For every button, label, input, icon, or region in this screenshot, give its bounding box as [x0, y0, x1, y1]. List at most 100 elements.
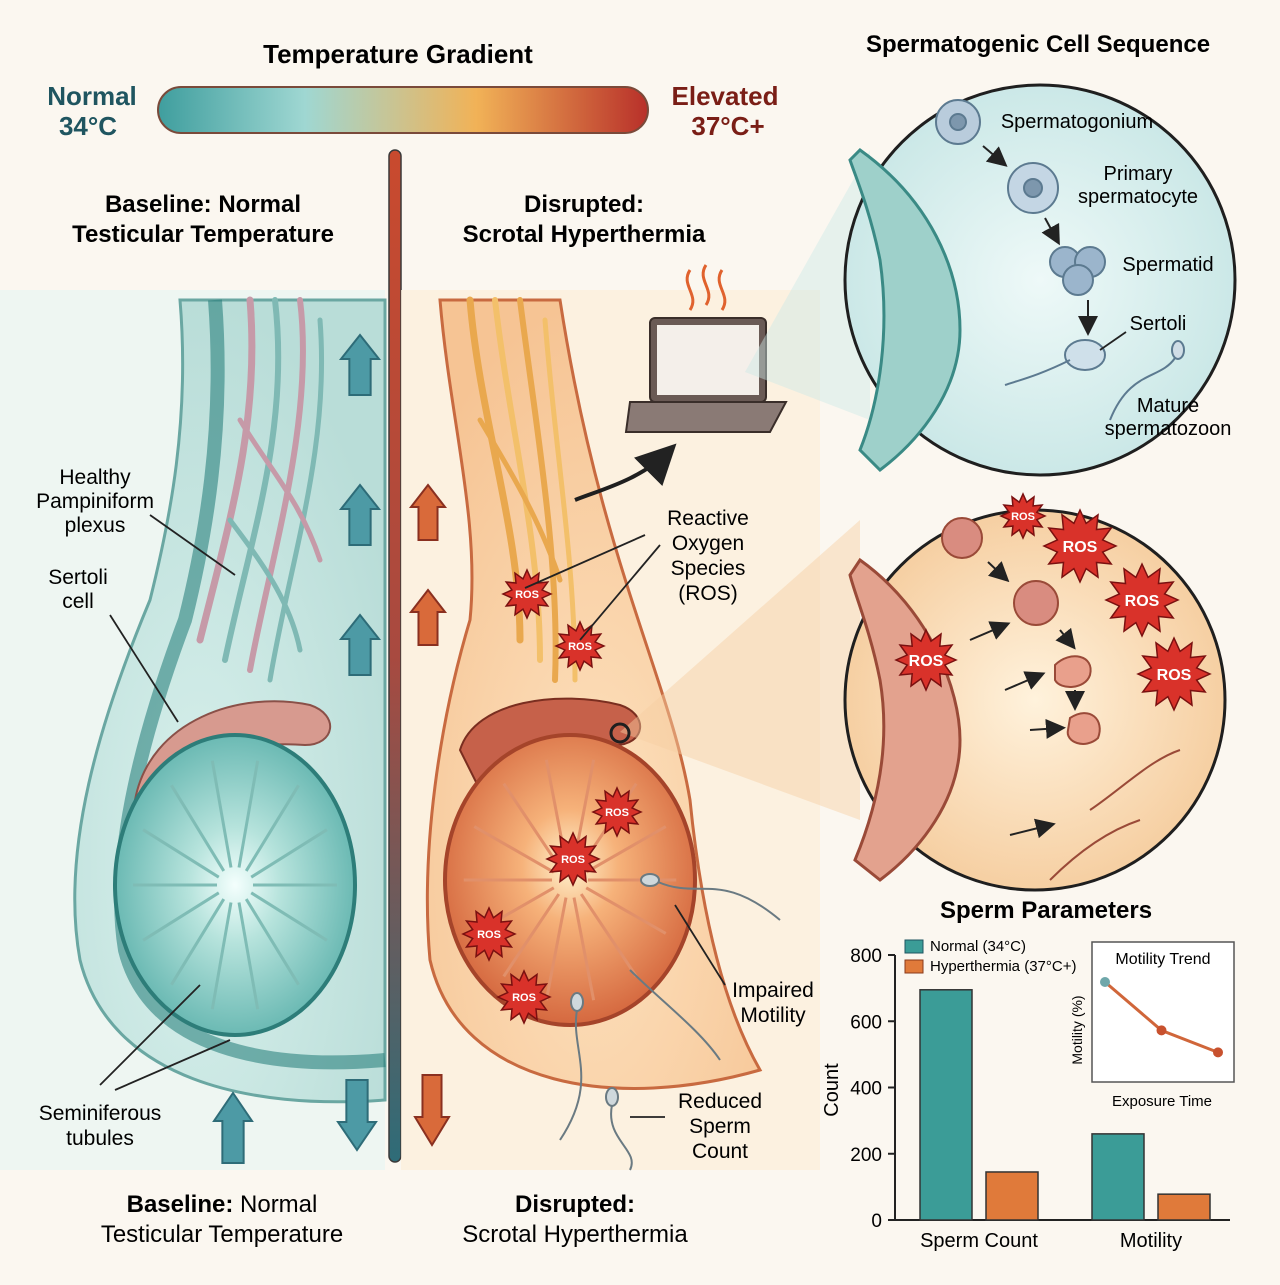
elevated-temp: 37°C+ [691, 111, 764, 141]
normal-label: Normal [47, 81, 137, 111]
inset-line [1100, 977, 1223, 1058]
tubule-septum [210, 760, 233, 868]
ros-badge: ROS [591, 786, 643, 838]
ros-badge-label: ROS [561, 854, 585, 866]
cell-sequence-zoom [745, 83, 1237, 477]
ros-badge-label: ROS [909, 653, 944, 670]
ros-badge: ROS [999, 492, 1047, 540]
ros-label-4: (ROS) [678, 582, 738, 605]
right-title-1: Disrupted: [524, 191, 644, 218]
sertoli-label-2: cell [62, 590, 94, 613]
tubule-septum [237, 760, 260, 868]
ros-burst-icon [545, 831, 601, 887]
inset-title: Motility Trend [1115, 951, 1210, 968]
sperm-head-3 [605, 1087, 619, 1107]
ros-badge-label: ROS [515, 589, 539, 601]
tubules-leader-2 [114, 1039, 231, 1091]
ros-badge: ROS [496, 969, 552, 1025]
spermatid-cell-3 [1062, 264, 1094, 296]
plexus-label-2: Pampiniform [36, 490, 154, 513]
left-anatomy [0, 290, 387, 1170]
tubule-septum [250, 828, 328, 879]
tubule-septum [585, 825, 667, 874]
sertoli-sequence-cell [1064, 339, 1106, 371]
left-tubule-lines [133, 760, 337, 1010]
primary-label-1: Primary [1104, 163, 1173, 185]
mature-label-1: Mature [1137, 395, 1199, 417]
chart-title: Sperm Parameters [940, 897, 1152, 924]
tubule-septum [244, 898, 300, 986]
ros-burst-icon [501, 568, 553, 620]
ros-badge-label: ROS [1063, 539, 1098, 556]
sertoli-leader [109, 614, 179, 723]
plexus-label-3: plexus [65, 514, 126, 537]
ros-badge: ROS [1042, 508, 1118, 584]
count-label-2: Sperm [689, 1115, 751, 1138]
mature-sperm-tail [1109, 357, 1176, 421]
down-arrow-icon [336, 1079, 378, 1152]
inset-point [1100, 977, 1110, 987]
gradient-bar [157, 86, 649, 134]
category-label: Sperm Count [920, 1230, 1038, 1252]
pampiniform-plexus [196, 296, 325, 683]
plexus-leader [149, 514, 236, 576]
deformed-cell-2 [1066, 712, 1101, 745]
spermatid-label: Spermatid [1122, 254, 1213, 276]
legend-swatch-heat [904, 959, 924, 974]
motility-leader [674, 904, 726, 986]
motility-label-1: Impaired [732, 979, 814, 1002]
down-arrow-icon [413, 1074, 451, 1147]
heat-arrows [408, 483, 451, 1147]
ros-burst-icon [1042, 508, 1118, 584]
bar-motility-normal [1091, 1133, 1145, 1221]
ros-badge-label: ROS [1011, 511, 1035, 523]
ros-badge: ROS [545, 831, 601, 887]
temperature-gradient: Temperature Gradient Normal 34°C Elevate… [47, 39, 778, 141]
cell-sequence-labels: Spermatogenic Cell Sequence Spermatogoni… [866, 31, 1231, 440]
deformed-cell-1 [1054, 655, 1092, 688]
left-title-2: Testicular Temperature [72, 221, 334, 248]
inset-x-label: Exposure Time [1112, 1093, 1212, 1110]
up-arrow-icon [338, 333, 382, 396]
legend-swatch-normal [904, 939, 924, 954]
sperm-tail-4 [629, 969, 721, 1061]
bar-sperm-count-hyperthermia [985, 1171, 1039, 1221]
left-footer-rest: Normal [233, 1191, 317, 1218]
damaged-sperm-tail-1 [1089, 749, 1181, 811]
plexus-label-1: Healthy [59, 466, 131, 489]
motility-trend-inset: Motility Trend Motility (%) Exposure Tim… [1069, 941, 1235, 1110]
laptop-icon [624, 264, 788, 433]
up-arrow-icon [212, 1091, 254, 1164]
sequence-arrows [982, 145, 1098, 336]
ros-burst-icon [999, 492, 1047, 540]
tubule-septum [250, 891, 328, 942]
left-footer-2: Testicular Temperature [101, 1221, 343, 1248]
y-tick-label: 0 [871, 1211, 882, 1232]
left-tunica [114, 299, 386, 1070]
tubule-septum [142, 891, 220, 942]
sequence-cells [935, 99, 1185, 421]
tubule-septum [572, 897, 596, 1001]
sperm-tail-1 [657, 881, 781, 921]
tubule-septum [502, 893, 561, 978]
left-testis [113, 733, 357, 1037]
right-footer-2: Scrotal Hyperthermia [462, 1221, 688, 1248]
sperm-head-2 [570, 992, 584, 1012]
chart-legend: Normal (34°C) Hyperthermia (37°C+) [904, 938, 1076, 975]
bar-motility-hyperthermia [1157, 1193, 1211, 1221]
ros-badge-label: ROS [568, 641, 592, 653]
sperm-head-1 [640, 873, 660, 887]
up-arrow-icon [408, 588, 448, 646]
up-arrow-icon [408, 483, 448, 541]
y-tick-label: 200 [850, 1145, 882, 1166]
impaired-sperm [559, 873, 781, 1171]
tubules-label-1: Seminiferous [39, 1102, 162, 1125]
count-label-3: Count [692, 1140, 748, 1163]
ros-label-3: Species [671, 557, 746, 580]
inset-point [1213, 1047, 1223, 1058]
chart-y-label: Count [821, 1063, 843, 1117]
inset-y-label: Motility (%) [1069, 995, 1085, 1064]
